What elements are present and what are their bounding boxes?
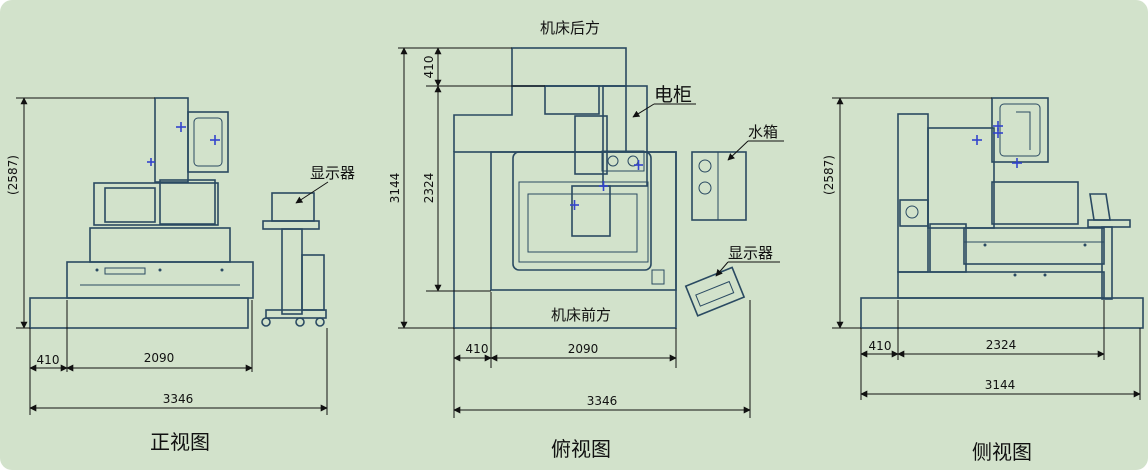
top-dim-total: 3346 bbox=[587, 394, 618, 408]
top-dim-410-vertical: 410 bbox=[422, 56, 436, 79]
front-display-label: 显示器 bbox=[310, 164, 355, 182]
top-back-label: 机床后方 bbox=[540, 19, 600, 37]
top-dim-2324: 2324 bbox=[422, 173, 436, 204]
front-dim-height: (2587) bbox=[6, 155, 20, 195]
front-dimensions bbox=[16, 97, 328, 415]
side-dim-mid: 2324 bbox=[986, 338, 1017, 352]
front-display-stand bbox=[261, 192, 327, 327]
side-dim-total: 3144 bbox=[985, 378, 1016, 392]
side-dim-left: 410 bbox=[869, 339, 892, 353]
top-display-label: 显示器 bbox=[728, 244, 773, 262]
side-machine bbox=[860, 97, 1144, 329]
front-view: 显示器 (2587) 410 2090 3346 正视图 bbox=[6, 97, 355, 454]
top-dim-left: 410 bbox=[466, 342, 489, 356]
side-dimensions bbox=[832, 97, 1141, 400]
top-dim-mid: 2090 bbox=[568, 342, 599, 356]
top-view-title: 俯视图 bbox=[551, 437, 611, 461]
side-dim-height: (2587) bbox=[822, 155, 836, 195]
front-dim-mid: 2090 bbox=[144, 351, 175, 365]
top-front-label: 机床前方 bbox=[551, 306, 611, 324]
water-tank-label: 水箱 bbox=[748, 123, 778, 141]
side-display-stand bbox=[1087, 193, 1131, 300]
side-view: (2587) 410 2324 3144 侧视图 bbox=[822, 97, 1144, 464]
top-dim-3144: 3144 bbox=[388, 173, 402, 204]
water-tank bbox=[691, 151, 747, 221]
side-view-title: 侧视图 bbox=[972, 440, 1032, 464]
front-view-title: 正视图 bbox=[150, 430, 210, 454]
top-dimensions bbox=[398, 47, 751, 418]
front-dim-total: 3346 bbox=[163, 392, 194, 406]
top-machine bbox=[453, 47, 677, 329]
top-view: 机床后方 电柜 bbox=[388, 19, 784, 461]
front-dim-left: 410 bbox=[37, 353, 60, 367]
top-display bbox=[684, 266, 746, 317]
front-machine bbox=[29, 97, 254, 329]
electric-cabinet-label: 电柜 bbox=[654, 84, 692, 106]
